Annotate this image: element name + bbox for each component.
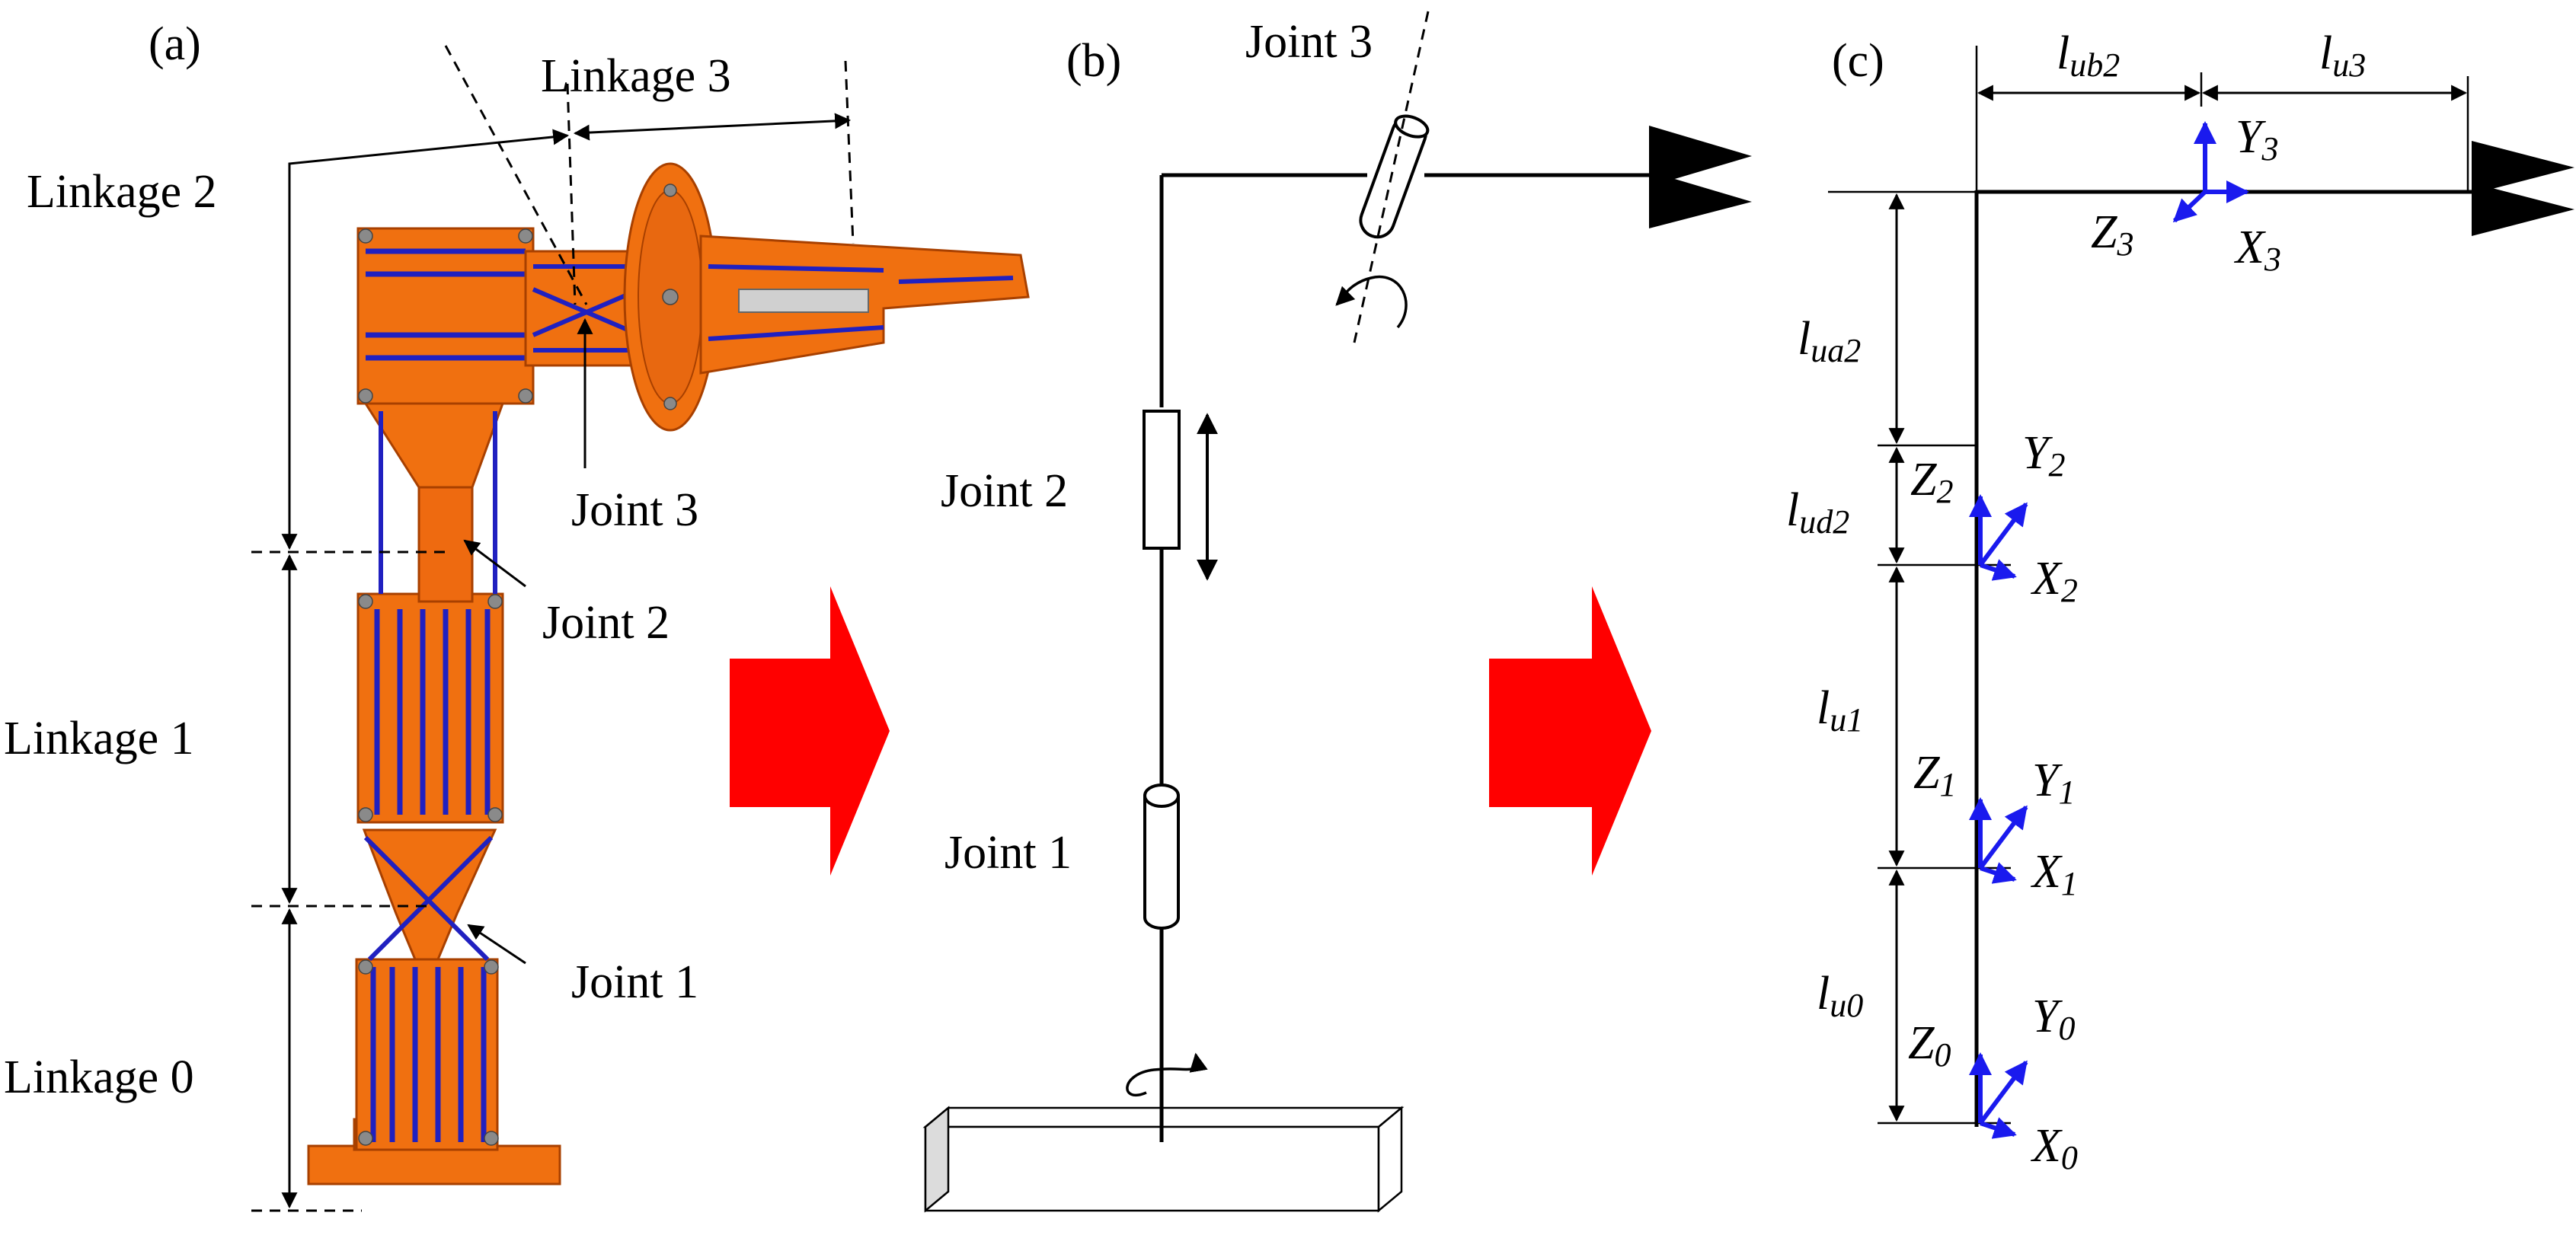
y1-label: Y1 [2032, 755, 2075, 811]
panel-c: (c) [1786, 27, 2574, 1176]
linkage-1-label: Linkage 1 [4, 713, 194, 764]
dim-lub2: lub2 [2057, 27, 2120, 84]
z2-label: Z2 [1910, 454, 1953, 510]
panel-c-tag: (c) [1832, 35, 1884, 87]
z3-label: Z3 [2091, 206, 2133, 263]
y2-label: Y2 [2022, 427, 2065, 483]
transition-arrow-1 [730, 586, 890, 876]
b-joint-3-label: Joint 3 [1245, 16, 1373, 68]
panel-a-tag: (a) [149, 18, 201, 70]
linkage-0-label: Linkage 0 [4, 1052, 194, 1103]
dim-lu1: lu1 [1817, 682, 1863, 739]
x0-label: X0 [2030, 1120, 2078, 1176]
joint-3-symbol [1359, 114, 1430, 239]
c-gripper-symbol [2472, 141, 2574, 236]
x2-label: X2 [2030, 553, 2078, 609]
b-joint-1-label: Joint 1 [944, 827, 1072, 879]
y0-label: Y0 [2032, 991, 2075, 1047]
x3-label: X3 [2233, 222, 2281, 278]
panel-b: (b) [922, 11, 1752, 1213]
z0-label: Z0 [1908, 1017, 1951, 1074]
dim-lua2: lua2 [1798, 313, 1861, 369]
transition-arrow-2 [1489, 586, 1651, 876]
gripper-symbol [1649, 126, 1752, 228]
joint-3-label: Joint 3 [571, 484, 698, 536]
joint-1-label: Joint 1 [571, 956, 698, 1008]
y3-label: Y3 [2236, 111, 2278, 168]
robot-arm-illustration [307, 162, 1030, 1186]
panel-b-tag: (b) [1066, 35, 1121, 87]
joint-1-symbol [1143, 783, 1180, 930]
panel-a: (a) [4, 18, 1030, 1212]
joint-2-label: Joint 2 [542, 597, 670, 649]
z1-label: Z1 [1913, 747, 1956, 803]
linkage-3-label: Linkage 3 [541, 50, 731, 102]
x1-label: X1 [2030, 846, 2078, 902]
dim-lu0: lu0 [1817, 968, 1863, 1024]
b-joint-2-label: Joint 2 [941, 465, 1068, 517]
linkage-2-label: Linkage 2 [27, 166, 217, 218]
joint-2-symbol [1143, 410, 1181, 550]
dim-lud2: lud2 [1786, 484, 1849, 541]
dim-lu3: lu3 [2319, 27, 2366, 84]
